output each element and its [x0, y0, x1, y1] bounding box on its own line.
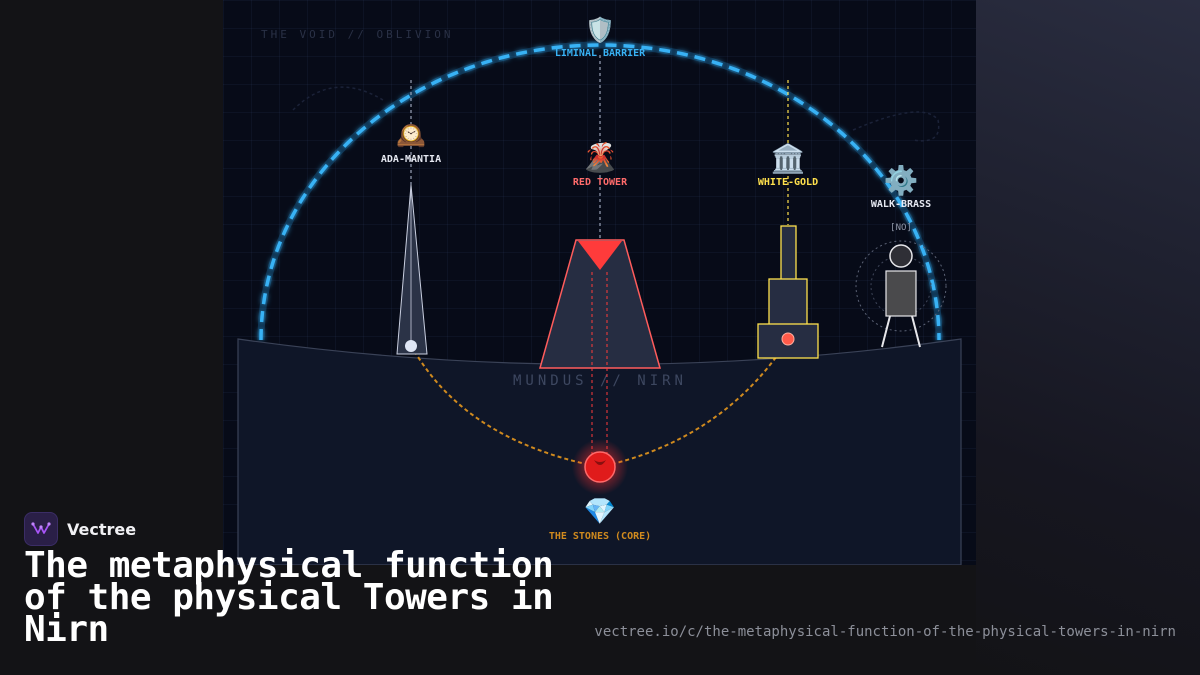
walk-brass-head: [889, 244, 913, 268]
clock-icon: 🕰️: [396, 121, 426, 149]
diagram-panel: MUNDUS // NIRN THE VOID // OBLIVION: [223, 0, 976, 565]
void-curl-right: [852, 111, 940, 142]
core-label: THE STONES (CORE): [549, 531, 651, 542]
brand-name: Vectree: [67, 519, 137, 539]
classical-building-icon: 🏛️: [771, 142, 806, 175]
void-label: THE VOID // OBLIVION: [261, 28, 453, 41]
core-link-white-gold: [599, 339, 789, 468]
ada-mantia-orb: [405, 340, 417, 352]
ada-mantia-label: ADA-MANTIA: [381, 154, 441, 165]
barrier-label: LIMINAL BARRIER: [555, 48, 646, 59]
void-curl-left: [292, 86, 384, 111]
brand[interactable]: Vectree: [24, 512, 136, 546]
red-tower-heart: [578, 241, 622, 270]
liminal-barrier-arc-dashed: [259, 43, 941, 341]
volcano-icon: 🌋: [583, 141, 618, 174]
article-url[interactable]: vectree.io/c/the-metaphysical-function-o…: [594, 624, 1176, 640]
white-gold-mid: [768, 278, 808, 326]
red-tower-label: RED TOWER: [573, 177, 628, 188]
shield-icon: 🛡️: [585, 16, 615, 44]
gear-icon: ⚙️: [884, 164, 919, 197]
walk-brass-status: [NO]: [890, 223, 912, 233]
vectree-logo-icon: [24, 512, 58, 546]
page-title: The metaphysical function of the physica…: [24, 545, 554, 650]
walk-brass-leg-right: [911, 315, 921, 348]
core-orb: [584, 451, 616, 483]
white-gold-gem: [781, 332, 795, 346]
core-orb-mark: [594, 460, 606, 465]
towers-diagram: MUNDUS // NIRN THE VOID // OBLIVION: [237, 16, 962, 565]
background-glow: [976, 0, 1200, 675]
white-gold-spire: [780, 225, 797, 281]
walk-brass-leg-left: [881, 315, 891, 348]
core-link-ada-mantia: [410, 344, 601, 468]
walk-brass-label: WALK-BRASS: [871, 199, 931, 210]
walk-brass-aura: [855, 240, 947, 332]
mundus-label: MUNDUS // NIRN: [513, 373, 687, 389]
walk-brass-body: [885, 270, 917, 317]
red-tower: [539, 239, 661, 369]
white-gold-label: WHITE-GOLD: [758, 177, 818, 188]
gem-icon: 💎: [584, 497, 616, 527]
ada-mantia-spire: [396, 184, 428, 355]
